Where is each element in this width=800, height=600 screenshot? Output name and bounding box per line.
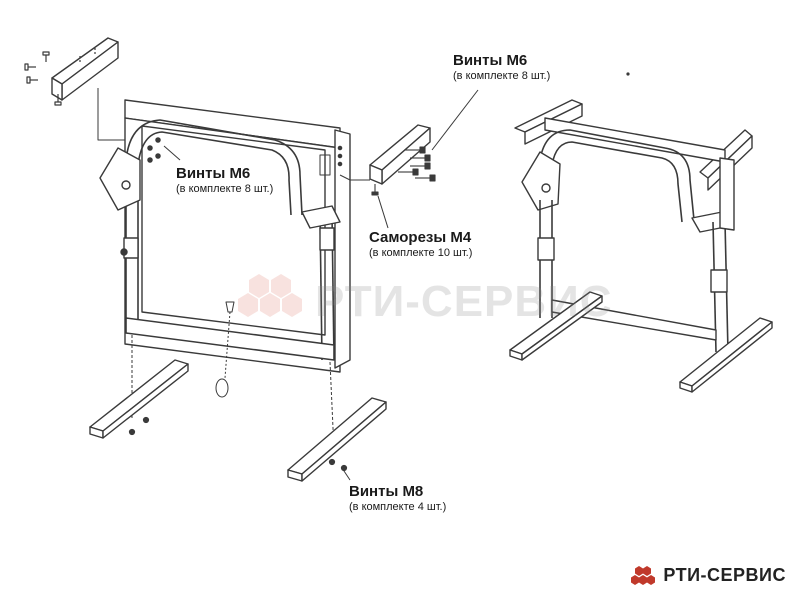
brand-logo: РТИ-СЕРВИС: [629, 565, 786, 586]
screws-top-left: [24, 48, 96, 106]
watermark: РТИ-СЕРВИС: [232, 272, 613, 332]
foot-right: [287, 397, 387, 482]
callout-title: Винты М8: [349, 483, 424, 500]
front-tube-frame: [125, 119, 335, 361]
back-frame: [124, 99, 351, 373]
hexagon-logo-icon: [631, 565, 656, 585]
callout-title: Винты М6: [176, 165, 251, 182]
hexagon-logo-icon: [238, 274, 302, 317]
callout-subtitle: (в комплекте 8 шт.): [176, 183, 274, 195]
callout-title: Саморезы М4: [369, 229, 472, 246]
callout-self-tapping-screws-m4: Саморезы М4 (в комплекте 10 шт.): [369, 229, 472, 260]
foot-left: [89, 359, 189, 439]
leader-lines: [163, 89, 479, 481]
watermark-text: РТИ-СЕРВИС: [315, 277, 613, 326]
adjuster-housings: [99, 147, 341, 259]
speck: [626, 72, 630, 76]
bracket-top-left: [51, 37, 119, 101]
callout-screws-m8: Винты М8 (в комплекте 4 шт.): [349, 483, 446, 514]
screws-frame-m6: [147, 137, 161, 163]
callout-subtitle: (в комплекте 8 шт.): [453, 70, 551, 82]
bracket-right: [369, 124, 431, 185]
guide-line-right: [339, 174, 370, 181]
assembled-frame: [509, 99, 773, 393]
callout-subtitle: (в комплекте 4 шт.): [349, 501, 447, 513]
callout-title: Винты М6: [453, 52, 528, 69]
screws-right-bracket: [371, 146, 436, 196]
callout-screws-m6-right: Винты М6 (в комплекте 8 шт.): [453, 52, 550, 83]
callout-subtitle: (в комплекте 10 шт.): [369, 247, 473, 259]
brand-name: РТИ-СЕРВИС: [663, 565, 786, 585]
pendant-part: [215, 301, 235, 398]
callout-screws-m6-frame: Винты М6 (в комплекте 8 шт.): [176, 165, 273, 196]
